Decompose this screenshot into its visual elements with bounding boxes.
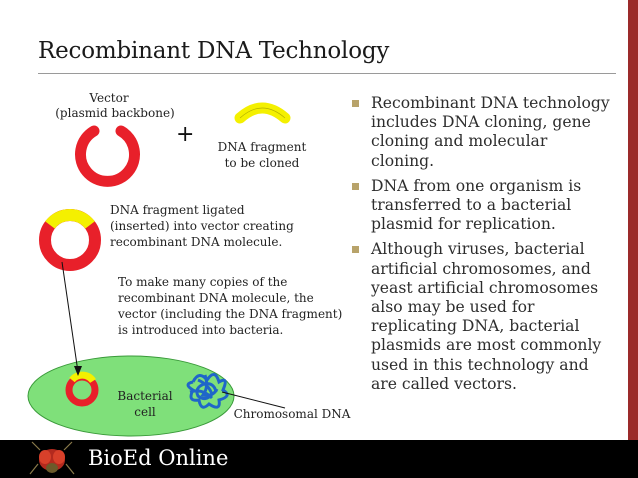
chromosomal-dna (186, 373, 229, 409)
vector-sublabel: (plasmid backbone) (55, 106, 175, 120)
bullet-item: Recombinant DNA technology includes DNA … (352, 94, 614, 171)
chromosomal-pointer (221, 391, 286, 409)
ligated-label: DNA fragment ligated (inserted) into vec… (110, 203, 294, 249)
chromosomal-dna-label: Chromosomal DNA (233, 407, 351, 421)
fragment-label: DNA fragment to be cloned (217, 140, 307, 170)
vector-label: Vector (89, 91, 129, 105)
footer-bar (0, 440, 638, 478)
bullet-item: Although viruses, bacterial artificial c… (352, 240, 614, 394)
slide-title: Recombinant DNA Technology (38, 38, 390, 64)
bullet-marker (352, 182, 359, 190)
accent-strip (628, 0, 638, 440)
bullet-item: DNA from one organism is transferred to … (352, 177, 614, 235)
bullet-marker (352, 100, 359, 107)
bullet-list: Recombinant DNA technology includes DNA … (352, 94, 614, 400)
inserted-fragment (45, 209, 95, 229)
plus-sign: + (176, 122, 195, 147)
insert-arrow (61, 261, 79, 373)
bullet-marker (352, 246, 359, 254)
title-divider (38, 73, 616, 74)
copies-label: To make many copies of the recombinant D… (118, 275, 343, 337)
vector-plasmid (75, 125, 140, 187)
fly-icon (29, 441, 75, 475)
bacterial-cell-label: Bacterial cell (117, 389, 173, 419)
footer-brand: BioEd Online (88, 446, 229, 470)
